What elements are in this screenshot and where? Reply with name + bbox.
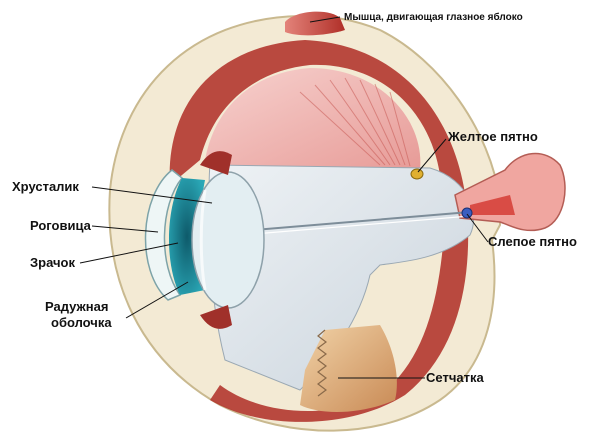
leader-blind-spot (466, 213, 489, 243)
leader-lens (91, 186, 213, 204)
retina-vessels (299, 77, 411, 167)
label-lens: Хрусталик (12, 179, 79, 194)
label-pupil: Зрачок (30, 255, 75, 270)
ciliary-body-bottom (200, 305, 232, 329)
blind-spot-dot (461, 207, 473, 219)
macula-spot (410, 168, 424, 180)
label-muscle: Мышца, двигающая глазное яблоко (344, 11, 523, 23)
cornea-shape (144, 169, 184, 301)
eye-muscle (285, 11, 345, 36)
leader-cornea (91, 225, 159, 233)
ciliary-body-top (200, 151, 232, 175)
leader-macula (417, 138, 447, 173)
leader-muscle (309, 16, 341, 23)
label-retina: Сетчатка (426, 370, 484, 385)
leader-pupil (79, 242, 179, 264)
lens-shape (191, 171, 265, 309)
leader-iris (125, 281, 189, 319)
label-iris-line2: оболочка (51, 315, 112, 330)
label-iris-line1: Радужная (45, 299, 108, 314)
retina-zigzag-edge (317, 329, 327, 397)
lens-highlight (199, 189, 207, 291)
retina-lower-region (300, 325, 397, 412)
optic-nerve-core (470, 195, 515, 215)
label-cornea: Роговица (30, 218, 92, 233)
label-macula: Желтое пятно (447, 129, 538, 144)
label-blind-spot: Слепое пятно (488, 234, 577, 249)
